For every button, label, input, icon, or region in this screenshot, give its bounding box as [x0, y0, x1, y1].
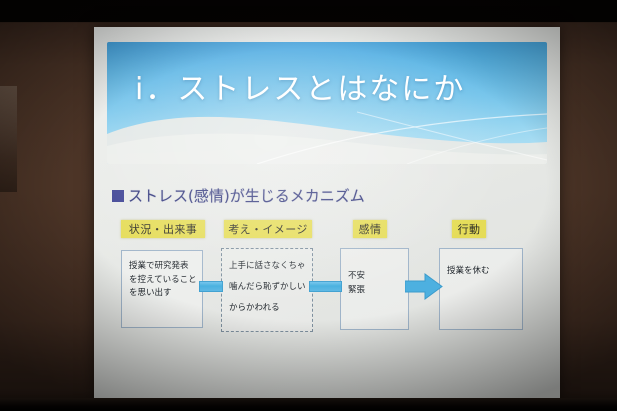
column-header-situation: 状況・出来事: [121, 220, 205, 238]
box-emotion: 不安 緊張: [340, 248, 409, 330]
box-situation-text: 授業で研究発表 を控えていること を思い出す: [129, 260, 198, 301]
box-emotion-text: 不安 緊張: [348, 269, 404, 297]
bar-thought-to-emotion: [309, 281, 342, 292]
box-thought-text: 上手に話さなくちゃ 噛んだら恥ずかしい からかわれる: [229, 256, 308, 319]
stress-mechanism-diagram: 状況・出来事 考え・イメージ 感情 行動 授業で研究発表 を控えていること を思…: [94, 27, 560, 400]
column-header-thought: 考え・イメージ: [224, 220, 312, 238]
column-header-behavior: 行動: [452, 220, 486, 238]
box-behavior-text: 授業を休む: [447, 265, 518, 279]
box-thought: 上手に話さなくちゃ 噛んだら恥ずかしい からかわれる: [221, 248, 313, 332]
banner-wave-decoration: [107, 111, 547, 164]
section-subtitle: ストレス(感情)が生じるメカニズム: [112, 185, 365, 206]
wall-side-object: [0, 86, 17, 192]
square-bullet-icon: [112, 189, 124, 202]
floor-dark-band: [0, 398, 617, 411]
box-situation: 授業で研究発表 を控えていること を思い出す: [121, 250, 203, 328]
slide-title-banner: ⅰ．ストレスとはなにか: [107, 42, 547, 164]
column-header-emotion: 感情: [353, 220, 387, 238]
box-behavior: 授業を休む: [439, 248, 523, 330]
bar-situation-to-thought: [199, 281, 223, 292]
page-title: ⅰ．ストレスとはなにか: [135, 64, 465, 108]
subtitle-text: ストレス(感情)が生じるメカニズム: [128, 185, 365, 206]
ceiling-dark-band: [0, 0, 617, 22]
arrow-emotion-to-behavior: [405, 273, 443, 300]
